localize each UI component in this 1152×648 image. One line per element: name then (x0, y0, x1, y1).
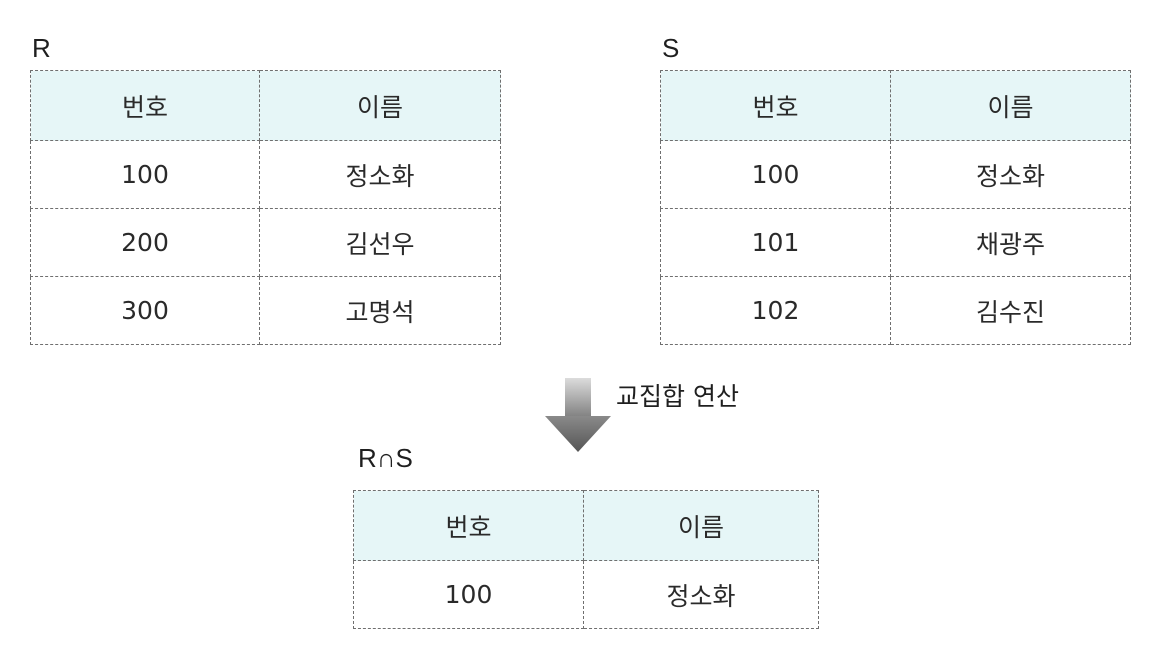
cell-number: 101 (660, 208, 891, 277)
table-row: 300 고명석 (30, 276, 501, 345)
cell-name: 정소화 (583, 560, 819, 629)
column-header-name: 이름 (583, 490, 819, 561)
cell-number: 200 (30, 208, 260, 277)
header-row: 번호 이름 (660, 70, 1131, 141)
cell-name: 김수진 (890, 276, 1131, 345)
cell-number: 102 (660, 276, 891, 345)
column-header-number: 번호 (30, 70, 260, 141)
operation-label: 교집합 연산 (616, 382, 739, 411)
column-header-name: 이름 (890, 70, 1131, 141)
down-arrow-icon (545, 378, 611, 452)
cell-name: 채광주 (890, 208, 1131, 277)
relation-r-label: R (32, 33, 51, 63)
cell-name: 고명석 (259, 276, 501, 345)
relation-result-label: R∩S (358, 443, 413, 473)
cell-number: 100 (660, 140, 891, 209)
table-row: 101 채광주 (660, 208, 1131, 277)
cell-name: 정소화 (259, 140, 501, 209)
relation-result-table: 번호 이름 100 정소화 (353, 490, 819, 629)
table-row: 100 정소화 (660, 140, 1131, 209)
table-row: 102 김수진 (660, 276, 1131, 345)
column-header-name: 이름 (259, 70, 501, 141)
cell-name: 정소화 (890, 140, 1131, 209)
cell-number: 100 (353, 560, 584, 629)
relation-r-table: 번호 이름 100 정소화 200 김선우 300 고명석 (30, 70, 501, 345)
cell-number: 100 (30, 140, 260, 209)
table-row: 200 김선우 (30, 208, 501, 277)
table-row: 100 정소화 (353, 560, 819, 629)
table-row: 100 정소화 (30, 140, 501, 209)
relation-s-label: S (662, 33, 680, 63)
relation-s-table: 번호 이름 100 정소화 101 채광주 102 김수진 (660, 70, 1131, 345)
column-header-number: 번호 (353, 490, 584, 561)
cell-name: 김선우 (259, 208, 501, 277)
cell-number: 300 (30, 276, 260, 345)
header-row: 번호 이름 (353, 490, 819, 561)
column-header-number: 번호 (660, 70, 891, 141)
header-row: 번호 이름 (30, 70, 501, 141)
